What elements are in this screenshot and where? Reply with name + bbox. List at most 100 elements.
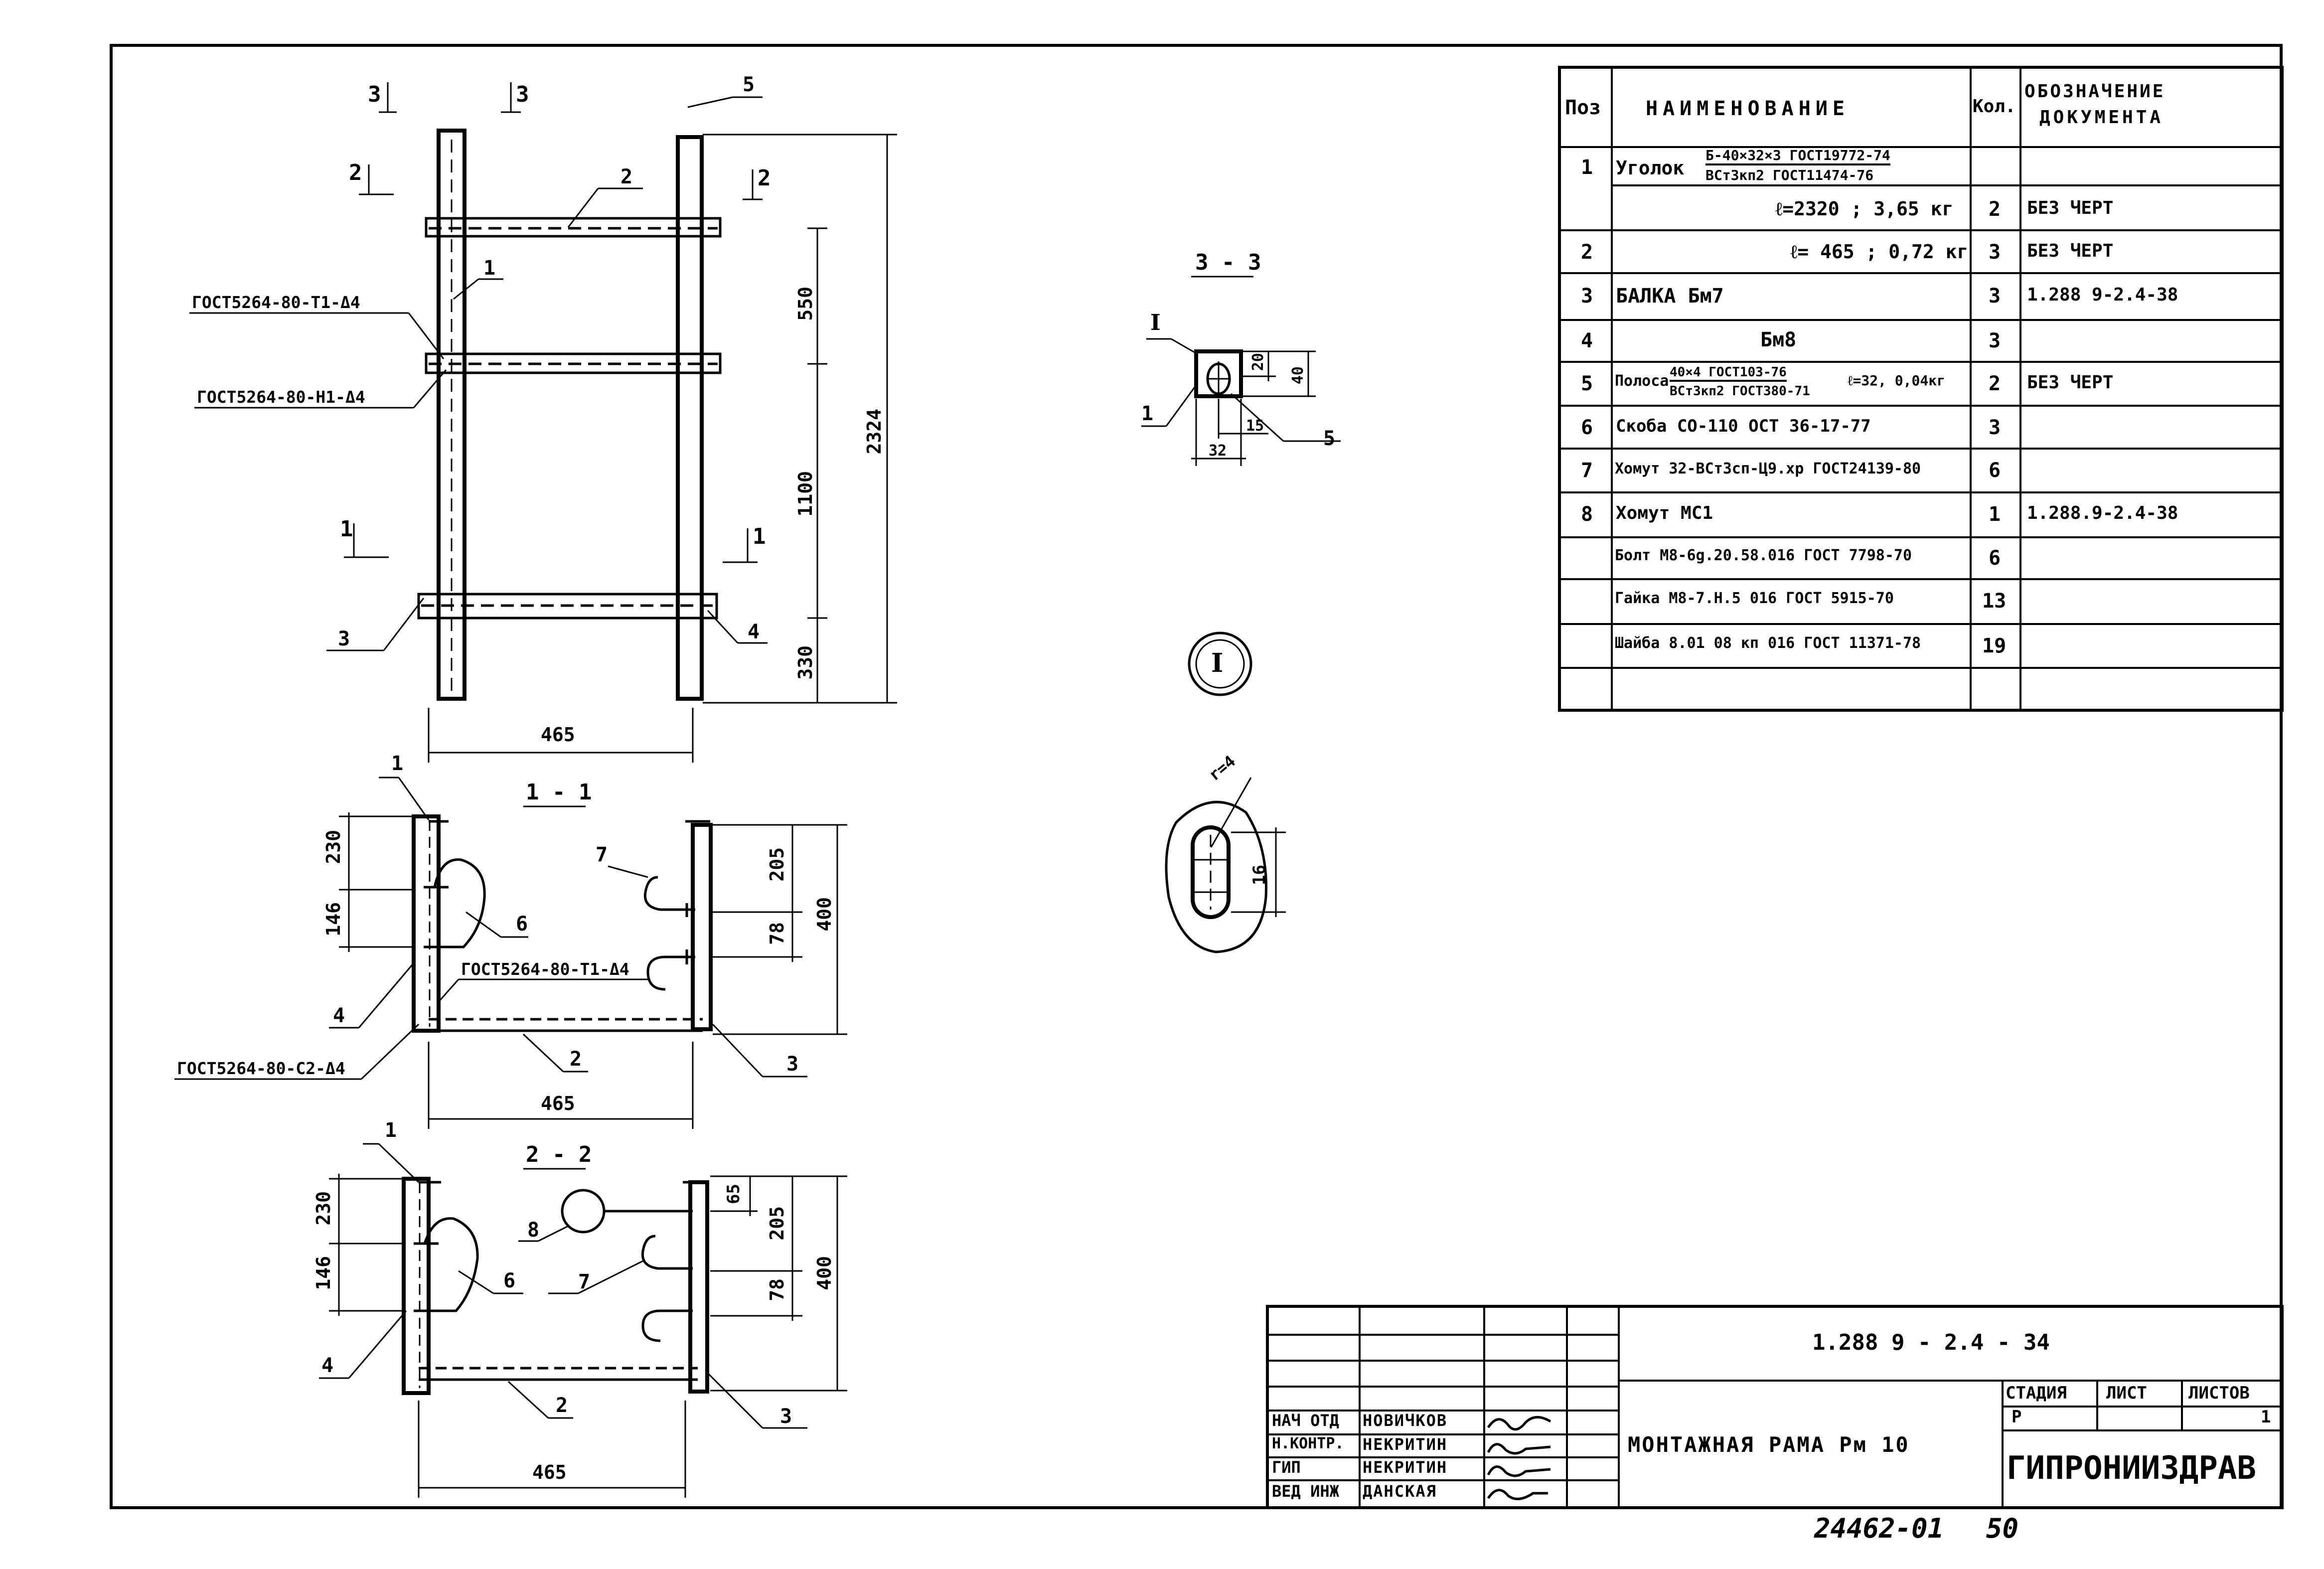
row-name: БАЛКА Бм7: [1616, 285, 1724, 308]
header-qty: Кол.: [1973, 96, 2016, 117]
header-doc-line1: ОБОЗНАЧЕНИЕ: [2024, 81, 2166, 102]
page-number: 50: [1986, 1513, 2019, 1544]
pos-label: 1: [483, 257, 496, 280]
specification-table: Поз НАИМЕНОВАНИЕ Кол. ОБОЗНАЧЕНИЕ ДОКУМЕ…: [1558, 66, 2284, 712]
row-name: Хомут 32-ВСт3сп-Ц9.хр ГОСТ24139-80: [1615, 460, 1921, 477]
pos-label: 2: [620, 165, 633, 188]
signature-name: НЕКРИТИН: [1363, 1458, 1448, 1477]
section-mark-3-left: 3: [368, 82, 381, 107]
row-doc: 1.288.9-2.4-38: [2027, 503, 2178, 523]
dimension-value: 465: [532, 1461, 567, 1483]
signature-name: НОВИЧКОВ: [1363, 1411, 1448, 1430]
weld-label: ГОСТ5264-80-Т1-Δ4: [461, 959, 629, 979]
pos-label: 7: [578, 1270, 591, 1293]
stage-label: СТАДИЯ: [2006, 1383, 2067, 1403]
signature-scribbles: [1487, 1416, 1551, 1500]
pos-label: 8: [527, 1219, 540, 1242]
sheet-label: ЛИСТ: [2106, 1383, 2147, 1403]
section-mark-1-left: 1: [340, 516, 353, 542]
row-pos: 1: [1581, 156, 1593, 179]
section-mark-2-right: 2: [758, 165, 771, 191]
row-pos: 3: [1581, 285, 1593, 308]
row-name-fraction-bottom: ВСт3кп2 ГОСТ11474-76: [1705, 167, 1874, 183]
row-qty: 3: [1989, 329, 2001, 352]
pos-label: 3: [338, 628, 350, 650]
row-pos: 2: [1581, 241, 1593, 264]
row-name: Шайба 8.01 08 кп 016 ГОСТ 11371-78: [1615, 634, 1921, 652]
signature-role: ГИП: [1272, 1458, 1301, 1477]
pos-label: 4: [333, 1004, 345, 1027]
row-name-tail: ℓ=32, 0,04кг: [1848, 372, 1945, 389]
row-doc: БЕЗ ЧЕРТ: [2027, 241, 2114, 261]
row-name-fraction-top: 40×4 ГОСТ103-76: [1670, 366, 1787, 382]
row-pos: 5: [1581, 372, 1593, 395]
section-title: 3 - 3: [1195, 250, 1261, 275]
drawing-frame: [110, 44, 2283, 1509]
row-name: ℓ=2320 ; 3,65 кг: [1775, 198, 1954, 220]
pos-label: 2: [556, 1394, 568, 1417]
dimension-value: 465: [541, 724, 575, 746]
pos-label: 6: [516, 913, 528, 936]
signature-role: НАЧ ОТД: [1272, 1411, 1339, 1430]
row-pos: 7: [1581, 459, 1593, 482]
section-title: 1 - 1: [526, 780, 592, 805]
sheets-value: 1: [2261, 1407, 2271, 1427]
doc-code: 1.288 9 - 2.4 - 34: [1812, 1330, 2050, 1355]
pos-label: 3: [786, 1053, 799, 1076]
row-pos: 6: [1581, 416, 1593, 439]
row-name: Хомут МС1: [1616, 503, 1713, 523]
row-qty: 6: [1989, 547, 2001, 570]
dimension-value: 15: [1246, 417, 1264, 435]
pos-label: 2: [570, 1048, 582, 1071]
row-pos: 8: [1581, 503, 1593, 526]
row-qty: 3: [1989, 416, 2001, 439]
row-qty: 6: [1989, 459, 2001, 482]
header-pos: Поз: [1565, 96, 1601, 119]
drawing-title: МОНТАЖНАЯ РАМА Рм 10: [1628, 1432, 1910, 1457]
section-mark-1-right: 1: [753, 524, 766, 549]
row-name: Болт М8-6g.20.58.016 ГОСТ 7798-70: [1615, 547, 1912, 564]
signature-name: НЕКРИТИН: [1363, 1435, 1448, 1454]
row-name: Уголок: [1616, 157, 1685, 179]
sheets-label: ЛИСТОВ: [2188, 1383, 2250, 1403]
organization: ГИПРОНИИЗДРАВ: [2007, 1450, 2256, 1487]
row-qty: 2: [1989, 198, 2001, 221]
pos-label: 6: [503, 1269, 516, 1292]
row-qty: 3: [1989, 285, 2001, 308]
row-qty: 19: [1982, 634, 2007, 657]
signature-role: ВЕД ИНЖ: [1272, 1482, 1339, 1501]
row-qty: 2: [1989, 372, 2001, 395]
row-name-fraction-top: Б-40×32×3 ГОСТ19772-74: [1705, 149, 1890, 165]
weld-label: ГОСТ5264-80-Т1-Δ4: [192, 293, 360, 312]
row-pos: 4: [1581, 329, 1593, 352]
pos-label: 4: [321, 1354, 334, 1377]
section-mark-3-right: 3: [516, 82, 529, 107]
row-doc: БЕЗ ЧЕРТ: [2027, 372, 2114, 393]
stage-value: Р: [2012, 1407, 2022, 1427]
signature-name: ДАНСКАЯ: [1363, 1482, 1437, 1501]
row-qty: 3: [1989, 241, 2001, 264]
pos-label: 1: [391, 752, 404, 775]
row-qty: 13: [1982, 590, 2007, 613]
section-mark-2-left: 2: [349, 160, 362, 185]
section-title: 2 - 2: [526, 1142, 592, 1167]
header-doc-line2: ДОКУМЕНТА: [2039, 107, 2164, 128]
row-name-fraction-bottom: ВСт3кп2 ГОСТ380-71: [1670, 384, 1810, 399]
weld-label: ГОСТ5264-80-Н1-Δ4: [197, 387, 365, 407]
node-I-label: I: [1211, 648, 1224, 678]
slot-dim-label: 16: [1249, 865, 1269, 885]
weld-label: ГОСТ5264-80-С2-Δ4: [177, 1059, 345, 1078]
row-qty: 1: [1989, 503, 2001, 526]
pos-label: 1: [1141, 402, 1154, 425]
pos-label: 7: [596, 843, 608, 866]
pos-label: 5: [1323, 427, 1336, 450]
row-name: Гайка М8-7.Н.5 016 ГОСТ 5915-70: [1615, 590, 1894, 607]
row-doc: 1.288 9-2.4-38: [2027, 285, 2178, 305]
pos-label: 5: [743, 73, 755, 96]
header-name: НАИМЕНОВАНИЕ: [1646, 97, 1850, 120]
node-mark-label: I: [1150, 310, 1161, 335]
